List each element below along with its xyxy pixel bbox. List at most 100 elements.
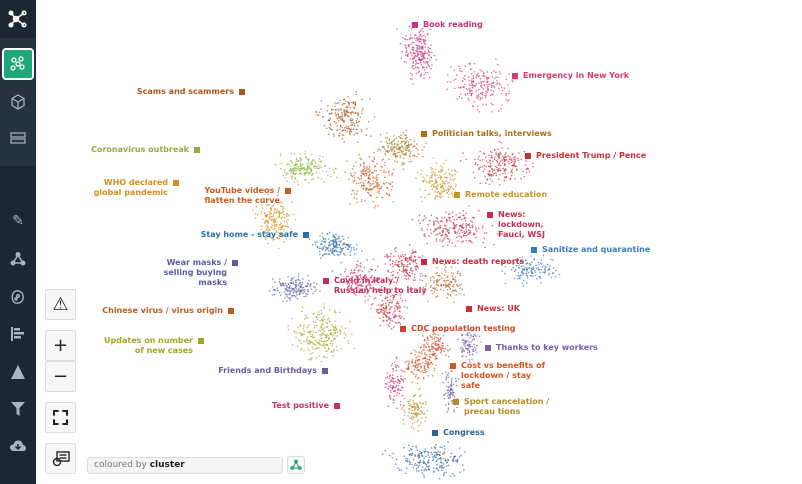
cluster-points[interactable]: [384, 244, 428, 293]
cluster-label-text: WHO declared global pandemic: [93, 178, 168, 197]
cluster-label[interactable]: Covid in Italy / Russian help to Italy: [323, 276, 429, 296]
cluster-color-swatch: [323, 277, 329, 284]
cluster-label-text: Test positive: [271, 401, 329, 410]
warning-icon: ⚠: [52, 294, 69, 315]
cluster-points[interactable]: [287, 303, 356, 363]
cluster-label[interactable]: Book reading: [412, 20, 483, 30]
cluster-scatter-plot[interactable]: [36, 0, 802, 484]
cluster-label-text: Coronavirus outbreak: [91, 145, 189, 154]
cluster-label-text: Remote education: [465, 190, 548, 199]
cluster-label[interactable]: Test positive: [272, 401, 340, 411]
cluster-label[interactable]: WHO declared global pandemic: [80, 178, 179, 198]
select-area-button[interactable]: [45, 402, 76, 433]
cluster-label[interactable]: YouTube videos / flatten the curve: [178, 186, 291, 206]
cluster-points[interactable]: [367, 285, 409, 330]
cluster-color-swatch: [421, 130, 427, 137]
colour-by-field[interactable]: coloured by cluster: [87, 457, 283, 474]
cluster-label[interactable]: Wear masks / selling buying masks: [139, 258, 238, 288]
minus-icon: −: [52, 366, 69, 387]
cluster-icon[interactable]: [4, 245, 32, 273]
cluster-points[interactable]: [381, 441, 466, 480]
colour-by-cluster-button[interactable]: [287, 456, 305, 474]
cluster-label[interactable]: Politician talks, interviews: [421, 129, 552, 139]
cluster-color-swatch: [487, 211, 493, 218]
bar-align-icon[interactable]: [4, 320, 32, 348]
cluster-points[interactable]: [459, 140, 534, 186]
cluster-label-text: News: UK: [477, 304, 520, 313]
cluster-label[interactable]: Coronavirus outbreak: [91, 145, 200, 155]
cluster-points[interactable]: [334, 149, 396, 209]
cluster-color-swatch: [285, 187, 291, 194]
cluster-points[interactable]: [401, 388, 428, 432]
cluster-label[interactable]: Friends and Birthdays: [218, 366, 328, 376]
cluster-points[interactable]: [457, 328, 482, 363]
table-icon[interactable]: [4, 124, 32, 152]
cluster-points[interactable]: [415, 157, 458, 203]
cluster-points[interactable]: [268, 273, 321, 302]
colour-by-prefix: coloured by: [94, 460, 147, 470]
cluster-points[interactable]: [331, 258, 387, 302]
cluster-color-swatch: [322, 367, 328, 374]
cloud-download-icon[interactable]: [4, 432, 32, 460]
cluster-label[interactable]: Congress: [432, 428, 485, 438]
sidebar: ✎: [0, 0, 36, 484]
cluster-color-swatch: [453, 398, 459, 405]
cluster-points[interactable]: [395, 349, 437, 385]
cluster-color-swatch: [194, 146, 200, 153]
brush-icon[interactable]: ✎: [12, 213, 24, 229]
pyramid-icon[interactable]: [4, 358, 32, 386]
cluster-label[interactable]: Scams and scammers: [137, 87, 245, 97]
cluster-points[interactable]: [419, 263, 465, 304]
cluster-points[interactable]: [315, 91, 376, 144]
cluster-icon: [290, 459, 302, 470]
cluster-color-swatch: [239, 88, 245, 95]
cluster-label[interactable]: News: UK: [466, 304, 520, 314]
comment-button[interactable]: [45, 443, 76, 474]
cluster-points[interactable]: [274, 150, 338, 186]
cluster-label[interactable]: Cost vs benefits of lockdown / stay safe: [450, 361, 546, 391]
cluster-points[interactable]: [396, 22, 438, 85]
cluster-label[interactable]: News: lockdown, Fauci, WSJ: [487, 210, 568, 240]
cluster-points[interactable]: [377, 129, 427, 170]
cluster-label[interactable]: Updates on number of new cases: [99, 336, 204, 356]
clusters-view-icon[interactable]: [2, 48, 34, 80]
cluster-label-text: Congress: [443, 428, 485, 437]
cluster-label-text: Updates on number of new cases: [104, 336, 193, 355]
cluster-points[interactable]: [411, 205, 499, 249]
cube-icon[interactable]: [4, 88, 32, 116]
cluster-points[interactable]: [308, 231, 363, 259]
warning-button[interactable]: ⚠: [45, 289, 76, 320]
cluster-label-text: President Trump / Pence: [536, 151, 647, 160]
cluster-label[interactable]: Chinese virus / virus origin: [102, 306, 234, 316]
cluster-label-text: CDC population testing: [411, 324, 516, 333]
cluster-color-swatch: [432, 429, 438, 436]
cluster-points[interactable]: [252, 193, 297, 250]
cluster-points[interactable]: [419, 329, 451, 360]
cluster-points[interactable]: [384, 356, 405, 409]
cluster-label[interactable]: Stay home - stay safe: [201, 230, 309, 240]
cluster-label[interactable]: News: death reports: [421, 257, 524, 267]
cluster-label-text: Politician talks, interviews: [432, 129, 552, 138]
cluster-label[interactable]: President Trump / Pence: [525, 151, 646, 161]
cluster-color-swatch: [173, 179, 179, 186]
cluster-label[interactable]: CDC population testing: [400, 324, 516, 334]
cluster-points[interactable]: [501, 254, 561, 287]
zoom-out-button[interactable]: −: [45, 361, 76, 392]
cluster-label[interactable]: Remote education: [454, 190, 547, 200]
cluster-label[interactable]: Sport cancelation / precau tions: [453, 397, 564, 417]
colour-by-value: cluster: [149, 460, 185, 470]
filter-icon[interactable]: [4, 395, 32, 423]
cluster-label[interactable]: Sanitize and quarantine: [531, 245, 650, 255]
cluster-points[interactable]: [446, 58, 514, 113]
cluster-label[interactable]: Emergency in New York: [512, 71, 629, 81]
cluster-label-text: News: death reports: [432, 257, 525, 266]
dashed-select-icon: [53, 410, 68, 425]
cluster-points[interactable]: [441, 367, 460, 413]
graph-logo-icon[interactable]: [4, 5, 32, 33]
cluster-color-swatch: [421, 258, 427, 265]
zoom-in-button[interactable]: +: [45, 330, 76, 361]
cluster-label[interactable]: Thanks to key workers: [485, 343, 598, 353]
bug-icon[interactable]: [4, 283, 32, 311]
cluster-label-text: Sanitize and quarantine: [542, 245, 651, 254]
cluster-color-swatch: [525, 152, 531, 159]
